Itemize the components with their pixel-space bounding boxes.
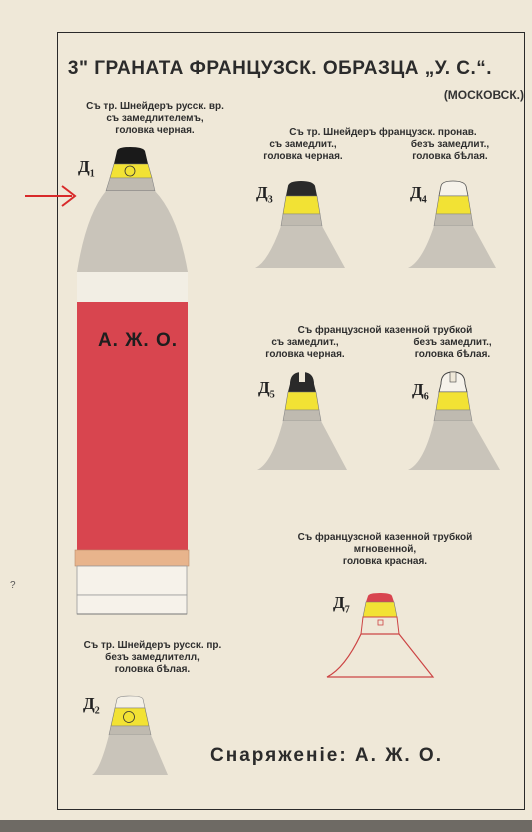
d4-label: Д4 [410,183,427,206]
scan-bottom-edge [0,820,532,832]
plate-frame [57,32,525,810]
shell-d2 [92,695,168,775]
d7-label: Д7 [333,593,350,616]
main-shell-filling-label: А. Ж. О. [97,330,179,351]
d2-caption: Съ тр. Шнейдеръ русск. пр. безъ замедлит… [83,640,222,675]
d5-label: Д5 [258,378,275,401]
d4-caption: безъ замедлит., головка бѣлая. [410,139,490,162]
d3-caption: съ замедлит., головка черная. [263,139,343,162]
main-shell [74,147,190,615]
d3-label: Д3 [256,183,273,206]
d1-caption: Съ тр. Шнейдеръ русск. вр. съ замедлител… [86,101,224,136]
shell-d7 [326,593,435,678]
filling-footer: Снаряженіе: А. Ж. О. [210,745,443,766]
red-arrow-icon [25,185,77,207]
shell-d5 [257,372,347,470]
plate-title: 3" ГРАНАТА ФРАНЦУЗСК. ОБРАЗЦА „У. С.“. [67,58,493,79]
d1-label: Д1 [78,157,95,180]
group-bottom-caption: Съ французсной казенной трубкой мгновенн… [297,532,473,567]
shell-d4 [408,180,496,268]
d6-label: Д6 [412,380,429,403]
plate-subtitle: (МОСКОВСК.) [443,88,524,102]
margin-mark: ? [10,580,16,591]
shell-d3 [255,181,345,268]
d2-label: Д2 [83,694,100,717]
d5-caption: съ замедлит., головка черная. [265,337,345,360]
group-top-caption: Съ тр. Шнейдеръ французск. пронав. [289,127,477,138]
group-mid-caption: Съ французсной казенной трубкой [297,325,473,336]
d6-caption: безъ замедлит., головка бѣлая. [413,337,492,360]
shell-d6 [408,371,500,470]
